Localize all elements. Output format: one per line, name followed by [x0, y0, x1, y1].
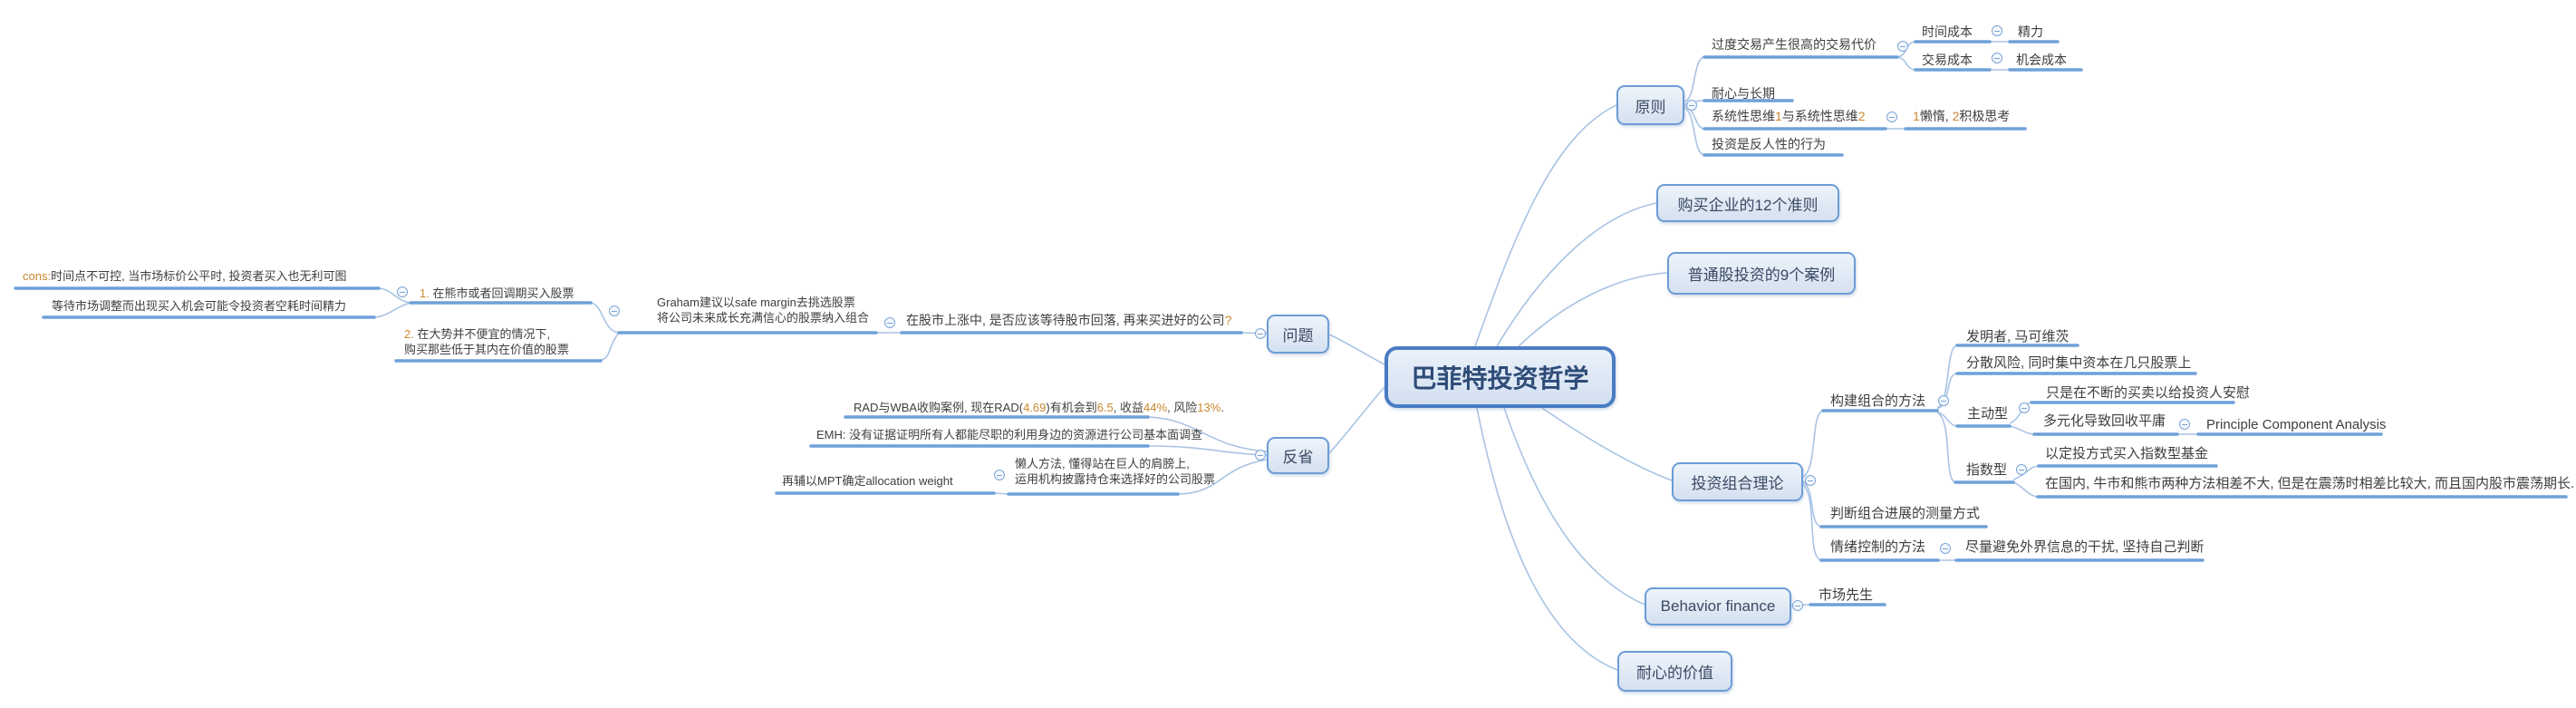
- collapse-icon[interactable]: [2019, 402, 2030, 413]
- topic-transaction-cost[interactable]: 交易成本: [1922, 53, 1973, 67]
- topic-diversification-mediocre[interactable]: 多元化导致回收平庸: [2043, 413, 2166, 429]
- collapse-icon[interactable]: [1255, 450, 1266, 461]
- topic-wait-cost[interactable]: 等待市场调整而出现买入机会可能令投资者空耗时间精力: [52, 299, 347, 313]
- topic-diversify-concentrate[interactable]: 分散风险, 同时集中资本在几只股票上: [1966, 355, 2192, 371]
- node-behavior-finance[interactable]: Behavior finance: [1645, 587, 1791, 626]
- node-principles[interactable]: 原则: [1616, 85, 1684, 125]
- topic-index-type[interactable]: 指数型: [1966, 462, 2008, 478]
- topic-emh[interactable]: EMH: 没有证据证明所有人都能尽职的利用身边的资源进行公司基本面调查: [816, 428, 1203, 441]
- node-12-rules[interactable]: 购买企业的12个准则: [1656, 184, 1839, 222]
- topic-buy-in-bear-market[interactable]: 1. 在熊市或者回调期买入股票: [420, 286, 574, 300]
- topic-opportunity-cost[interactable]: 机会成本: [2016, 53, 2067, 67]
- topic-lazy-active-thinking[interactable]: 1懒惰, 2积极思考: [1913, 109, 2011, 123]
- node-portfolio-theory[interactable]: 投资组合理论: [1672, 462, 1803, 501]
- topic-avoid-noise[interactable]: 尽量避免外界信息的干扰, 坚持自己判断: [1965, 539, 2205, 555]
- topic-anti-human-nature[interactable]: 投资是反人性的行为: [1712, 137, 1826, 151]
- topic-inventor-markowitz[interactable]: 发明者, 马可维茨: [1966, 329, 2069, 344]
- topic-trading-comfort[interactable]: 只是在不断的买卖以给投资人安慰: [2046, 385, 2251, 401]
- topic-mr-market[interactable]: 市场先生: [1819, 587, 1874, 603]
- topic-buy-below-intrinsic-line1: 2. 在大势并不便宜的情况下,: [404, 327, 551, 341]
- topic-graham-line2: 将公司未来成长充满信心的股票纳入组合: [657, 311, 870, 325]
- node-questions[interactable]: 问题: [1267, 315, 1329, 354]
- collapse-icon[interactable]: [609, 306, 620, 316]
- node-reflection[interactable]: 反省: [1267, 437, 1329, 474]
- topic-emotion-control[interactable]: 情绪控制的方法: [1830, 539, 1926, 555]
- topic-lazy-method-line1: 懒人方法, 懂得站在巨人的肩膀上,: [1015, 457, 1190, 470]
- collapse-icon[interactable]: [1940, 543, 1951, 554]
- collapse-icon[interactable]: [397, 286, 408, 297]
- topic-mpt-allocation[interactable]: 再辅以MPT确定allocation weight: [782, 474, 953, 488]
- collapse-icon[interactable]: [1897, 41, 1908, 52]
- topic-cons-timing[interactable]: cons:时间点不可控, 当市场标价公平时, 投资者买入也无利可图: [23, 269, 347, 283]
- collapse-icon[interactable]: [1805, 475, 1816, 486]
- collapse-icon[interactable]: [1686, 100, 1697, 111]
- collapse-icon[interactable]: [2016, 464, 2027, 475]
- topic-overtrading[interactable]: 过度交易产生很高的交易代价: [1712, 37, 1877, 52]
- topic-domestic-market[interactable]: 在国内, 牛市和熊市两种方法相差不大, 但是在震荡时相差比较大, 而且国内股市震…: [2045, 476, 2575, 491]
- topic-rad-wba-case[interactable]: RAD与WBA收购案例, 现在RAD(4.69)有机会到6.5, 收益44%, …: [854, 401, 1224, 414]
- topic-wait-for-pullback-question[interactable]: 在股市上涨中, 是否应该等待股市回落, 再来买进好的公司?: [906, 313, 1232, 327]
- collapse-icon[interactable]: [2179, 419, 2190, 430]
- collapse-icon[interactable]: [1992, 25, 2002, 36]
- topic-lazy-method-line2: 运用机构披露持仓来选择好的公司股票: [1015, 472, 1216, 486]
- collapse-icon[interactable]: [1938, 395, 1949, 406]
- node-root[interactable]: 巴菲特投资哲学: [1384, 346, 1616, 408]
- collapse-icon[interactable]: [994, 470, 1005, 480]
- topic-graham-safe-margin[interactable]: Graham建议以safe margin去挑选股票 将公司未来成长充满信心的股票…: [657, 295, 869, 325]
- topic-energy[interactable]: 精力: [2018, 24, 2043, 39]
- collapse-icon[interactable]: [1992, 53, 2002, 63]
- collapse-icon[interactable]: [1886, 112, 1897, 122]
- topic-buy-below-intrinsic[interactable]: 2. 在大势并不便宜的情况下, 购买那些低于其内在价值的股票: [404, 326, 569, 357]
- collapse-icon[interactable]: [884, 317, 895, 328]
- connector-curves: [373, 41, 2198, 671]
- topic-systematic-thinking[interactable]: 系统性思维1与系统性思维2: [1712, 109, 1866, 123]
- topic-pca[interactable]: Principle Component Analysis: [2206, 417, 2387, 432]
- collapse-icon[interactable]: [1255, 328, 1266, 339]
- topic-portfolio-construction[interactable]: 构建组合的方法: [1830, 393, 1926, 409]
- topic-patience-longterm[interactable]: 耐心与长期: [1712, 86, 1775, 101]
- topic-dca-index-fund[interactable]: 以定投方式买入指数型基金: [2045, 446, 2209, 461]
- topic-time-cost[interactable]: 时间成本: [1922, 24, 1973, 39]
- topic-active-type[interactable]: 主动型: [1967, 406, 2009, 422]
- topic-lazy-method[interactable]: 懒人方法, 懂得站在巨人的肩膀上, 运用机构披露持仓来选择好的公司股票: [1015, 456, 1215, 487]
- collapse-icon[interactable]: [1792, 600, 1803, 611]
- topic-progress-measure[interactable]: 判断组合进展的测量方式: [1830, 506, 1981, 521]
- topic-buy-below-intrinsic-line2: 购买那些低于其内在价值的股票: [404, 343, 570, 356]
- node-9-cases[interactable]: 普通股投资的9个案例: [1667, 252, 1856, 295]
- node-patience-value[interactable]: 耐心的价值: [1617, 651, 1732, 692]
- branch-underlines: [14, 40, 2568, 606]
- topic-graham-line1: Graham建议以safe margin去挑选股票: [657, 296, 855, 309]
